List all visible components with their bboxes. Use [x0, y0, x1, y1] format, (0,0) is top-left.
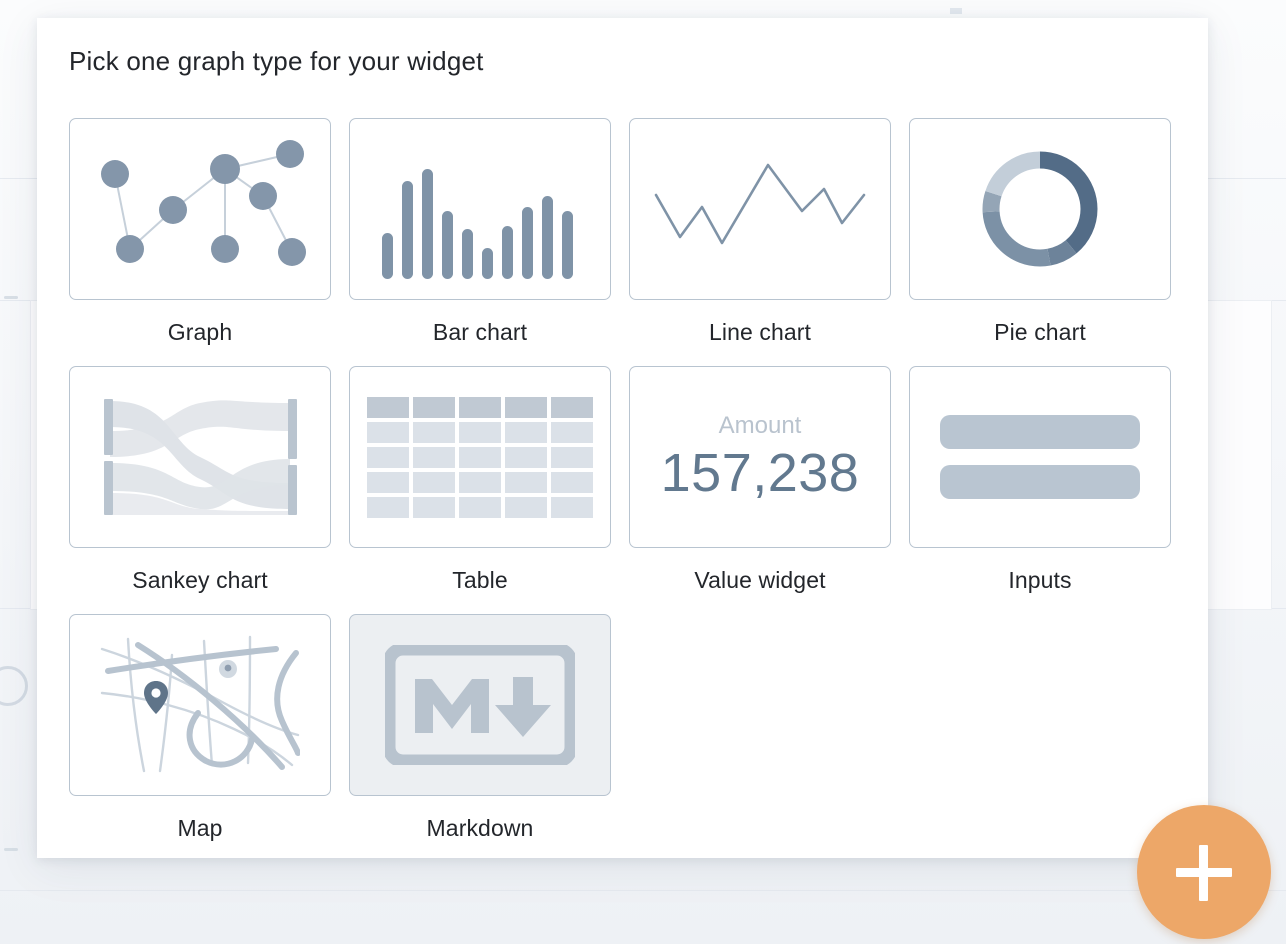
widget-option-label: Sankey chart: [132, 567, 268, 593]
widget-option-label: Table: [452, 567, 508, 593]
background-divider: [0, 890, 1286, 891]
background-tick: [4, 296, 18, 299]
widget-option-graph-tile[interactable]: [69, 118, 331, 300]
widget-option-sankey-chart-tile[interactable]: [69, 366, 331, 548]
background-tick: [4, 848, 18, 851]
widget-option-map[interactable]: Map: [69, 614, 331, 862]
widget-option-inputs-tile[interactable]: [909, 366, 1171, 548]
bar-chart-icon: [380, 139, 580, 279]
map-pin-icon: [100, 635, 300, 775]
widget-option-markdown[interactable]: Markdown: [349, 614, 611, 862]
add-widget-fab[interactable]: [1137, 805, 1271, 939]
markdown-icon: [385, 645, 575, 765]
widget-option-bar-chart-tile[interactable]: [349, 118, 611, 300]
widget-option-label: Map: [177, 815, 223, 841]
table-grid-icon: [367, 396, 593, 518]
dialog-title: Pick one graph type for your widget: [69, 46, 484, 76]
widget-option-label: Markdown: [426, 815, 534, 841]
widget-type-grid: Graph: [69, 118, 1173, 862]
widget-option-inputs[interactable]: Inputs: [909, 366, 1171, 614]
widget-option-label: Line chart: [708, 319, 811, 345]
plus-icon-vertical: [1199, 845, 1208, 901]
widget-option-bar-chart[interactable]: Bar chart: [349, 118, 611, 366]
widget-option-markdown-tile[interactable]: [349, 614, 611, 796]
widget-option-label: Value widget: [694, 567, 826, 593]
input-fields-icon: [940, 415, 1140, 499]
widget-option-value-widget[interactable]: Amount 157,238 Value widget: [629, 366, 891, 614]
graph-network-icon: [85, 134, 315, 284]
widget-option-table[interactable]: Table: [349, 366, 611, 614]
value-widget-preview-label: Amount: [718, 412, 802, 439]
widget-option-line-chart-tile[interactable]: [629, 118, 891, 300]
widget-type-dialog: Pick one graph type for your widget: [37, 18, 1208, 858]
widget-option-pie-chart[interactable]: Pie chart: [909, 118, 1171, 366]
widget-option-graph[interactable]: Graph: [69, 118, 331, 366]
donut-chart-icon: [974, 143, 1106, 275]
widget-option-map-tile[interactable]: [69, 614, 331, 796]
background-tick: [950, 8, 962, 14]
sankey-chart-icon: [100, 397, 300, 517]
value-widget-icon: Amount 157,238: [660, 412, 860, 503]
background-circle: [0, 666, 28, 706]
widget-option-label: Inputs: [1008, 567, 1072, 593]
widget-option-label: Graph: [167, 319, 233, 345]
widget-option-line-chart[interactable]: Line chart: [629, 118, 891, 366]
value-widget-preview-value: 157,238: [660, 443, 860, 503]
widget-option-table-tile[interactable]: [349, 366, 611, 548]
widget-option-label: Bar chart: [432, 319, 528, 345]
widget-option-pie-chart-tile[interactable]: [909, 118, 1171, 300]
widget-option-value-widget-tile[interactable]: Amount 157,238: [629, 366, 891, 548]
widget-option-label: Pie chart: [994, 319, 1086, 345]
line-chart-icon: [650, 149, 870, 269]
widget-option-sankey-chart[interactable]: Sankey chart: [69, 366, 331, 614]
